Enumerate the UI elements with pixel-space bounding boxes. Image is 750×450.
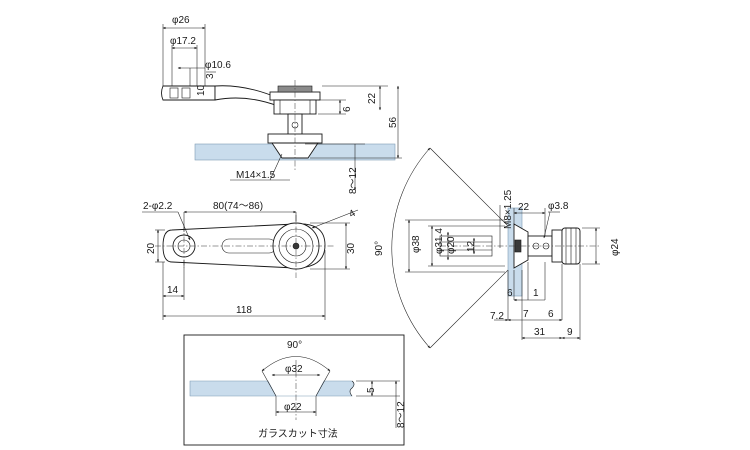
dim-20-left: 20 xyxy=(146,242,157,254)
dim-12: 12 xyxy=(466,240,477,252)
dim-phi32: φ32 xyxy=(285,364,303,375)
dim-4: 4 xyxy=(347,208,358,221)
dim-phi24: φ24 xyxy=(610,238,621,256)
dim-22-side: 22 xyxy=(518,202,530,213)
dim-6b: 6 xyxy=(548,309,554,320)
glass-cut-caption: ガラスカット寸法 xyxy=(258,427,338,440)
dim-7-2: 7.2 xyxy=(490,311,504,322)
dim-phi3-8: φ3.8 xyxy=(548,201,569,212)
arm-base-plate xyxy=(161,85,216,101)
dim-80: 80(74～86) xyxy=(213,201,263,212)
side-view: 90° φ38 φ31.4 φ20 12 xyxy=(374,147,621,349)
dim-2phi2-2: 2-φ2.2 xyxy=(143,201,173,212)
plan-view: 80(74～86) 2-φ2.2 4 20 30 14 118 xyxy=(142,201,359,320)
dim-14: 14 xyxy=(167,285,179,296)
dim-phi22: φ22 xyxy=(284,402,302,413)
dim-9: 9 xyxy=(567,327,573,338)
dim-90-side: 90° xyxy=(374,241,385,256)
dim-6a: 6 xyxy=(507,288,513,299)
dim-3: 3 xyxy=(205,73,216,79)
dim-5: 5 xyxy=(366,387,377,393)
dim-phi17-2: φ17.2 xyxy=(170,36,196,47)
dim-90-glass: 90° xyxy=(287,340,302,351)
front-elevation-view: φ26 φ17.2 φ10.6 10 3 22 6 56 8～12 M14×1.… xyxy=(161,15,402,194)
dim-phi10-6: φ10.6 xyxy=(205,60,231,71)
dim-m14: M14×1.5 xyxy=(236,170,276,181)
dim-31: 31 xyxy=(534,327,546,338)
dim-10: 10 xyxy=(196,84,207,96)
dim-phi38: φ38 xyxy=(411,235,422,253)
glass-cut-arc xyxy=(261,356,331,372)
side-arc-90 xyxy=(391,147,431,349)
dim-8to12-top: 8～12 xyxy=(348,167,359,194)
dim-phi20: φ20 xyxy=(446,236,457,254)
dim-56: 56 xyxy=(388,116,399,128)
glass-cut-frame xyxy=(183,334,405,446)
curved-arm xyxy=(214,85,279,107)
dim-118: 118 xyxy=(236,305,252,316)
dim-6: 6 xyxy=(342,106,353,112)
dim-1: 1 xyxy=(533,288,539,299)
dim-7: 7 xyxy=(523,309,529,320)
dim-30: 30 xyxy=(346,242,357,254)
dim-m8: M8×1.25 xyxy=(503,189,514,229)
dim-phi31-4: φ31.4 xyxy=(434,228,445,254)
dim-8to12-glass: 8～12 xyxy=(396,401,407,428)
dim-phi26: φ26 xyxy=(172,15,190,26)
glass-cut-detail: 90° φ32 φ22 5 8～12 ガラスカット寸法 xyxy=(183,334,407,446)
dim-22: 22 xyxy=(367,92,378,104)
